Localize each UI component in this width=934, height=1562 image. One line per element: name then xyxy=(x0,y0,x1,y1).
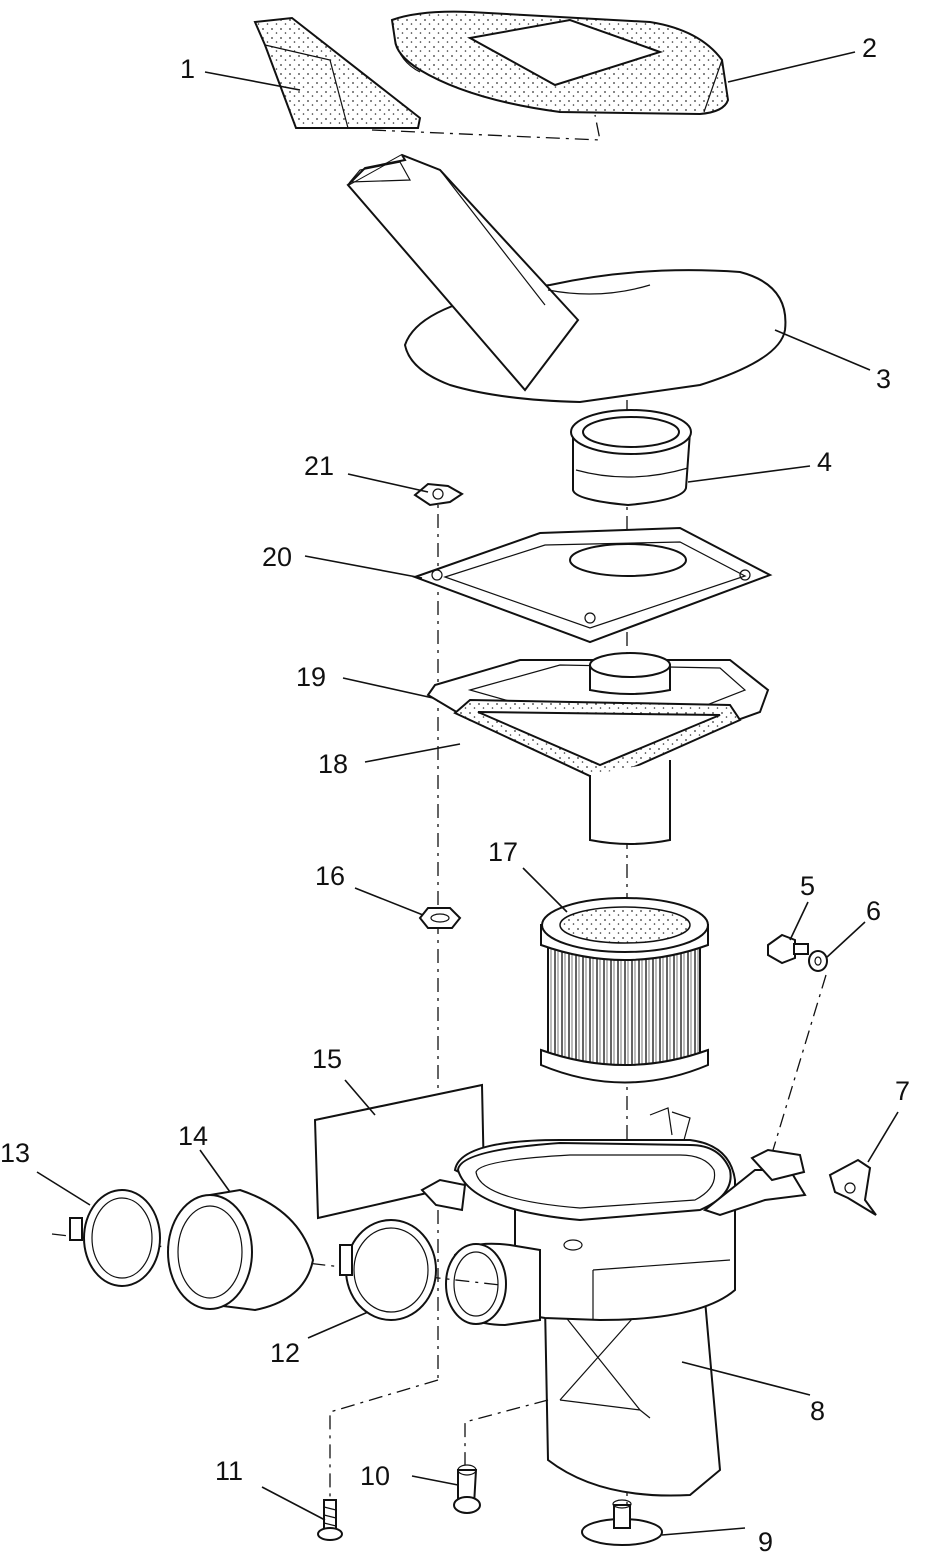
callout-2: 2 xyxy=(862,33,877,63)
callout-1: 1 xyxy=(180,54,195,84)
part-11-screw xyxy=(317,1499,343,1541)
callout-10: 10 xyxy=(360,1461,390,1491)
part-2-foam-pad xyxy=(390,10,730,116)
callout-labels: 1 2 3 4 5 6 7 8 9 10 11 12 13 14 15 16 1… xyxy=(0,33,910,1557)
callout-14: 14 xyxy=(178,1121,208,1151)
part-7-bracket xyxy=(828,1158,877,1216)
part-3-intake-cover xyxy=(346,153,787,404)
part-14-intake-boot xyxy=(167,1188,315,1312)
part-20-top-plate xyxy=(412,526,773,644)
leader-lines xyxy=(36,51,899,1536)
callout-5: 5 xyxy=(800,871,815,901)
callout-13: 13 xyxy=(0,1138,30,1168)
part-21-wing-nut xyxy=(413,482,464,507)
callout-3: 3 xyxy=(876,364,891,394)
callout-4: 4 xyxy=(817,447,832,477)
callout-15: 15 xyxy=(312,1044,342,1074)
part-10-grommet xyxy=(453,1464,481,1514)
callout-12: 12 xyxy=(270,1338,300,1368)
callout-6: 6 xyxy=(866,896,881,926)
part-8-airbox-housing xyxy=(420,1107,807,1497)
assembly-line-11 xyxy=(329,1379,439,1500)
assembly-line-1-2 xyxy=(371,114,601,141)
callout-17: 17 xyxy=(488,837,518,867)
assembly-line-10 xyxy=(464,1399,549,1465)
callout-7: 7 xyxy=(895,1076,910,1106)
callout-8: 8 xyxy=(810,1396,825,1426)
callout-9: 9 xyxy=(758,1527,773,1557)
part-1-foam-flap xyxy=(253,16,422,129)
part-13-clamp xyxy=(69,1189,161,1287)
part-4-rubber-coupler xyxy=(570,409,692,507)
callout-21: 21 xyxy=(304,451,334,481)
lid-outlet-tube xyxy=(589,760,671,845)
callout-18: 18 xyxy=(318,749,348,779)
callout-20: 20 xyxy=(262,542,292,572)
part-6-washer xyxy=(808,950,828,972)
callout-16: 16 xyxy=(315,861,345,891)
part-12-clamp xyxy=(339,1219,437,1321)
callout-11: 11 xyxy=(215,1456,243,1486)
part-16-nut xyxy=(418,907,462,929)
assembly-line-6-7 xyxy=(769,974,827,1161)
callout-19: 19 xyxy=(296,662,326,692)
part-5-bolt xyxy=(767,933,809,965)
part-17-air-filter xyxy=(540,897,709,1084)
part-9-drain-plug xyxy=(581,1499,663,1546)
part-18-gasket xyxy=(453,698,742,782)
